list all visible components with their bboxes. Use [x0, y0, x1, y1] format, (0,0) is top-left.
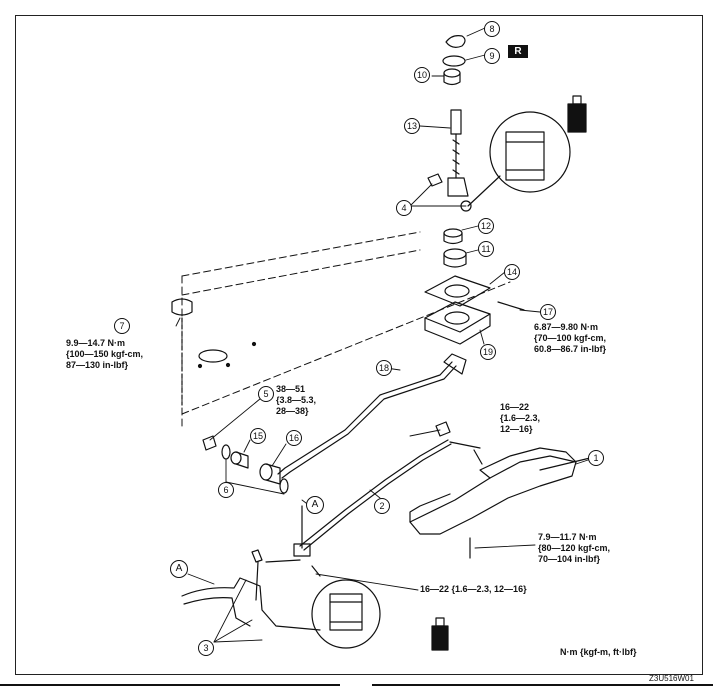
heat-insulator-1	[409, 447, 591, 535]
washer-9	[442, 55, 466, 67]
footer-rule-right	[372, 684, 713, 686]
floor-opening	[198, 349, 228, 363]
leader-lines	[175, 27, 595, 643]
torque-spec-1: 7.9—11.7 N·m {80—120 kgf-cm, 70—104 in-l…	[538, 532, 611, 564]
torque-spec-lower-bolt: 16—22 {1.6—2.3, 12—16}	[420, 584, 527, 594]
figure-code: Z3U516W01	[649, 674, 694, 683]
bushing-10	[443, 68, 461, 86]
r-badge: R	[508, 45, 528, 58]
callout-11: 11	[478, 241, 494, 257]
bolt-17	[497, 301, 525, 311]
bolt-7	[171, 298, 193, 406]
callout-19: 19	[480, 344, 496, 360]
callout-7: 7	[114, 318, 130, 334]
callout-12: 12	[478, 218, 494, 234]
floor-panel	[181, 231, 511, 429]
grease-can-upper	[567, 95, 587, 133]
reference-mark-a-upper: A	[306, 496, 324, 514]
gasket-14	[424, 275, 491, 307]
reference-mark-a-lower: A	[170, 560, 188, 578]
callout-16: 16	[286, 430, 302, 446]
bolt-4	[427, 173, 443, 187]
grease-can-lower	[431, 617, 449, 651]
callout-15: 15	[250, 428, 266, 444]
callout-17: 17	[540, 304, 556, 320]
washer-6	[221, 444, 231, 460]
callout-14: 14	[504, 264, 520, 280]
transmission-outline	[181, 577, 321, 631]
stabilizer-rod-2	[299, 439, 483, 551]
callout-9: 9	[484, 48, 500, 64]
torque-spec-upper-bolt: 16—22 {1.6—2.3, 12—16}	[500, 402, 541, 434]
detail-magnifier-upper	[467, 111, 571, 207]
bolt-16-22-upper	[435, 421, 451, 437]
housing-19	[424, 301, 491, 345]
callout-18: 18	[376, 360, 392, 376]
nut-5	[202, 435, 217, 451]
diagram-frame	[15, 15, 703, 675]
control-rod-18	[277, 353, 467, 479]
shift-lever-13	[447, 109, 472, 212]
bushing-12	[443, 228, 463, 245]
callout-5: 5	[258, 386, 274, 402]
lower-linkage	[251, 505, 321, 601]
detail-magnifier-lower	[311, 579, 381, 649]
callout-3: 3	[198, 640, 214, 656]
callout-6: 6	[218, 482, 234, 498]
callout-4: 4	[396, 200, 412, 216]
clip-8	[445, 35, 466, 48]
callout-13: 13	[404, 118, 420, 134]
torque-spec-17: 6.87—9.80 N·m {70—100 kgf-cm, 60.8—86.7 …	[534, 322, 607, 354]
bushing-15	[230, 451, 249, 469]
bushing-16	[259, 463, 281, 485]
boot-11	[443, 248, 467, 268]
torque-spec-7: 9.9—14.7 N·m {100—150 kgf-cm, 87—130 in-…	[66, 338, 144, 370]
footer-rule-left	[0, 684, 340, 686]
torque-spec-5: 38—51 {3.8—5.3, 28—38}	[276, 384, 317, 416]
callout-8: 8	[484, 21, 500, 37]
callout-10: 10	[414, 67, 430, 83]
units-legend: N·m {kgf-m, ft·lbf}	[560, 647, 637, 657]
callout-2: 2	[374, 498, 390, 514]
callout-1: 1	[588, 450, 604, 466]
